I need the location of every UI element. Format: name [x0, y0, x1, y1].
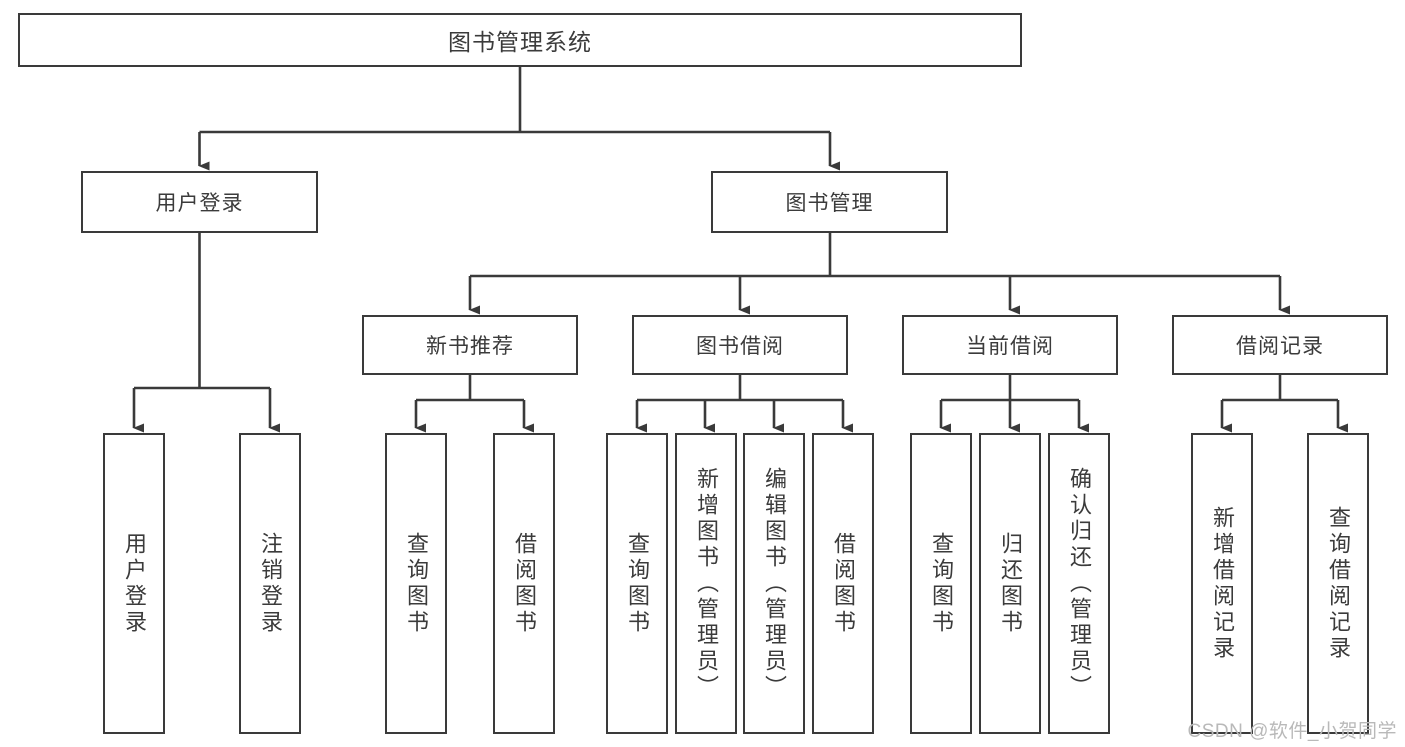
- leaf-query-borrow-record[interactable]: 查询借阅记录: [1307, 433, 1369, 734]
- leaf-return-book[interactable]: 归还图书: [979, 433, 1041, 734]
- leaf-label: 借阅图书: [511, 531, 537, 636]
- leaf-borrow-book[interactable]: 借阅图书: [812, 433, 874, 734]
- leaf-label: 确认归还（管理员）: [1066, 466, 1092, 701]
- leaf-add-book-admin[interactable]: 新增图书（管理员）: [675, 433, 737, 734]
- leaf-confirm-return-admin[interactable]: 确认归还（管理员）: [1048, 433, 1110, 734]
- leaf-label: 查询借阅记录: [1325, 505, 1351, 662]
- node-new-book-recommendation[interactable]: 新书推荐: [362, 315, 578, 375]
- leaf-logout[interactable]: 注销登录: [239, 433, 301, 734]
- leaf-borrow-book-new[interactable]: 借阅图书: [493, 433, 555, 734]
- watermark-text: CSDN @软件_小贺同学: [1187, 721, 1397, 742]
- node-borrow-record[interactable]: 借阅记录: [1172, 315, 1388, 375]
- leaf-label: 查询图书: [403, 531, 429, 636]
- node-current-borrow[interactable]: 当前借阅: [902, 315, 1118, 375]
- node-user-login[interactable]: 用户登录: [81, 171, 318, 233]
- node-book-management[interactable]: 图书管理: [711, 171, 948, 233]
- leaf-label: 归还图书: [997, 531, 1023, 636]
- leaf-label: 新增借阅记录: [1209, 505, 1235, 662]
- leaf-add-borrow-record[interactable]: 新增借阅记录: [1191, 433, 1253, 734]
- leaf-user-login[interactable]: 用户登录: [103, 433, 165, 734]
- leaf-query-book-current[interactable]: 查询图书: [910, 433, 972, 734]
- leaf-label: 注销登录: [257, 531, 283, 636]
- leaf-label: 查询图书: [624, 531, 650, 636]
- node-book-borrow[interactable]: 图书借阅: [632, 315, 848, 375]
- leaf-label: 查询图书: [928, 531, 954, 636]
- leaf-label: 编辑图书（管理员）: [761, 466, 787, 701]
- leaf-query-book-new[interactable]: 查询图书: [385, 433, 447, 734]
- leaf-edit-book-admin[interactable]: 编辑图书（管理员）: [743, 433, 805, 734]
- leaf-query-book-borrow[interactable]: 查询图书: [606, 433, 668, 734]
- leaf-label: 新增图书（管理员）: [693, 466, 719, 701]
- leaf-label: 用户登录: [121, 531, 147, 636]
- node-root-book-management-system[interactable]: 图书管理系统: [18, 13, 1022, 67]
- leaf-label: 借阅图书: [830, 531, 856, 636]
